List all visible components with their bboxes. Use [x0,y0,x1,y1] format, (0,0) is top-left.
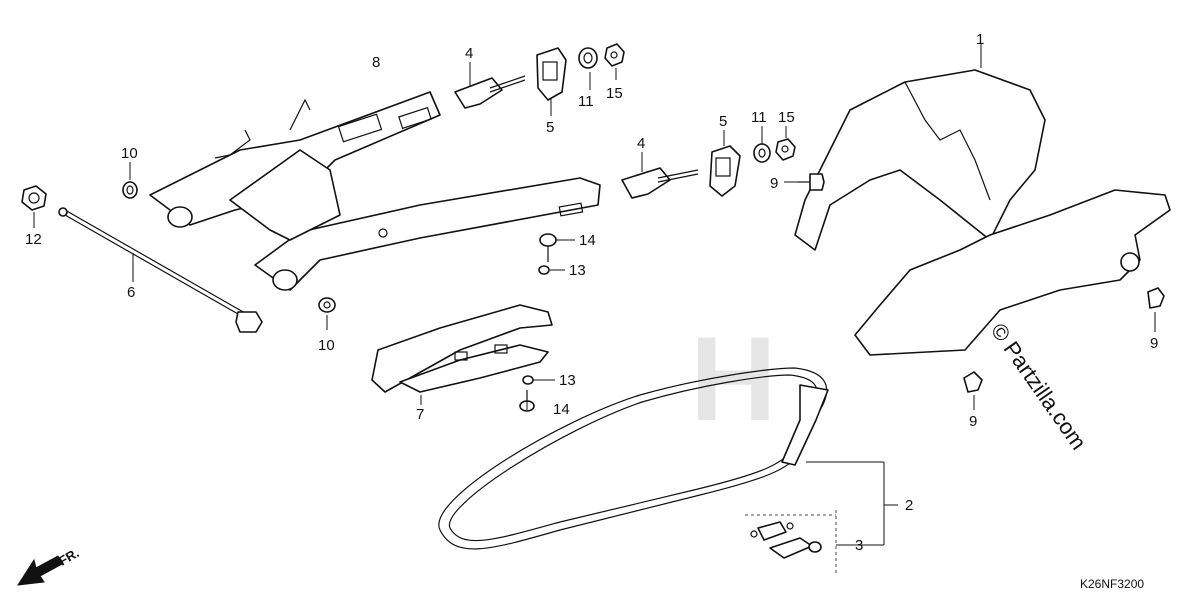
collar-right[interactable] [753,143,771,163]
washer-upper[interactable] [122,181,138,199]
callout-13-upper[interactable]: 13 [569,262,586,279]
callout-5-left[interactable]: 5 [546,119,554,136]
washer-lower[interactable] [318,297,336,313]
callout-13-lower[interactable]: 13 [559,372,576,389]
callout-8[interactable]: 8 [372,54,380,71]
front-direction-indicator: FR. [17,545,82,586]
swing-arm[interactable] [149,91,601,291]
bolt-9-right[interactable] [1147,287,1165,309]
bolt-9-upper[interactable] [798,173,825,191]
background-logo: H [690,312,777,446]
callout-15-right[interactable]: 15 [778,109,795,126]
nut-right[interactable] [775,138,796,161]
svg-text:H: H [690,312,777,446]
drive-chain[interactable] [438,367,829,550]
callout-11-left[interactable]: 11 [578,93,594,110]
callout-10-upper[interactable]: 10 [121,145,138,162]
nut-left[interactable] [604,43,625,67]
chain-slider[interactable] [371,304,553,393]
washer-13-lower[interactable] [522,375,534,385]
callout-14-upper[interactable]: 14 [579,232,596,249]
callout-14-lower[interactable]: 14 [553,401,570,418]
collar-left[interactable] [578,47,598,69]
rear-fender[interactable] [794,69,1171,356]
callout-7[interactable]: 7 [416,406,424,423]
screw-upper[interactable] [539,233,557,262]
washer-13-upper[interactable] [538,265,550,275]
callout-5-right[interactable]: 5 [719,113,727,130]
chain-adjuster-right[interactable] [621,167,699,199]
callout-11-right[interactable]: 11 [751,109,767,126]
callout-10-lower[interactable]: 10 [318,337,335,354]
callouts: 1 2 3 4 4 5 5 6 7 8 9 9 9 10 10 11 11 12… [25,31,1158,554]
leader-lines [33,44,1156,546]
callout-4-left[interactable]: 4 [465,45,473,62]
callout-9-right[interactable]: 9 [1150,335,1158,352]
bolt-9-lower[interactable] [963,371,983,393]
callout-4-right[interactable]: 4 [637,135,645,152]
callout-3[interactable]: 3 [855,537,863,554]
callout-12[interactable]: 12 [25,231,42,248]
watermark: © Partzilla.com [986,319,1092,455]
diagram-code: K26NF3200 [1080,577,1144,591]
callout-9-lower[interactable]: 9 [969,413,977,430]
callout-2[interactable]: 2 [905,497,913,514]
dashed-guides [745,510,837,575]
callout-9-upper[interactable]: 9 [770,175,778,192]
pivot-bolt[interactable] [58,207,263,333]
adjuster-end-left[interactable] [536,47,567,101]
callout-6[interactable]: 6 [127,284,135,301]
callout-15-left[interactable]: 15 [606,85,623,102]
arrow-icon [17,555,63,586]
callout-1[interactable]: 1 [976,31,984,48]
adjuster-end-right[interactable] [709,145,741,197]
master-link[interactable] [750,521,822,559]
pivot-nut[interactable] [21,185,47,211]
chain-adjuster-left[interactable] [454,75,526,109]
